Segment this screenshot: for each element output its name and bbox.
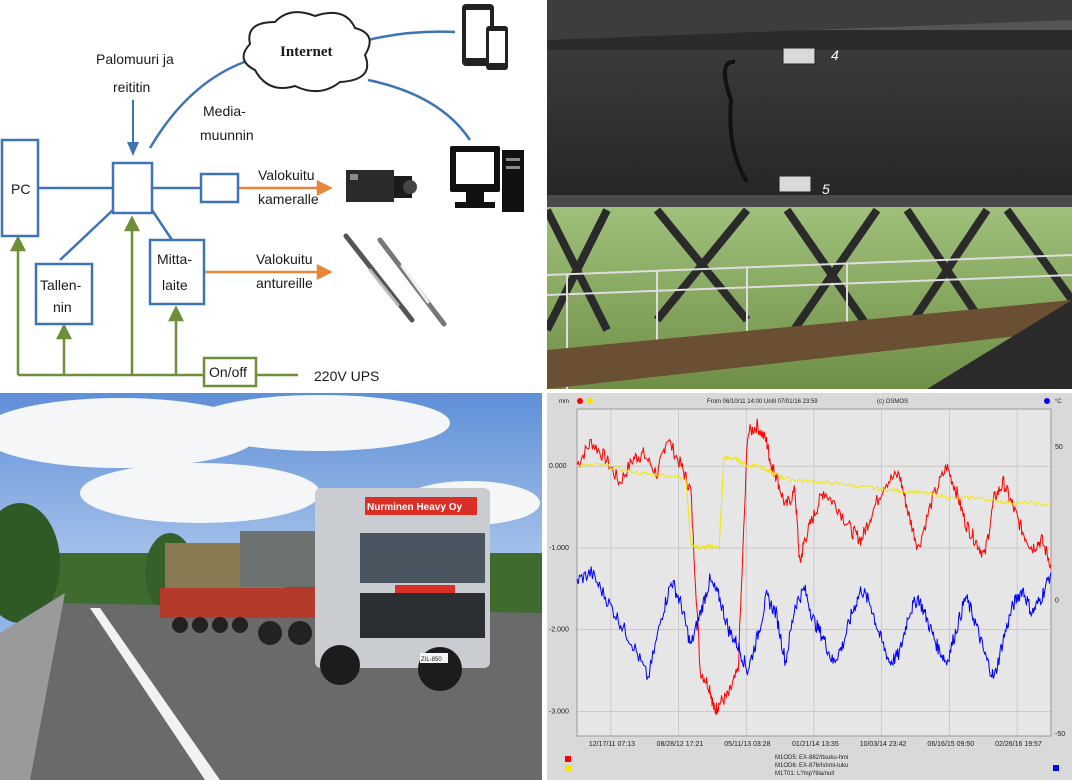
y-tick-left: -3.000 — [549, 708, 569, 715]
x-tick: 08/28/12 17:21 — [657, 741, 704, 748]
legend-swatch-blue — [1053, 765, 1059, 771]
left-unit-label: mm — [559, 399, 569, 405]
gridlines — [577, 409, 1051, 736]
fiber-camera-label-line1: Valokuitu — [258, 167, 315, 183]
x-axis: 12/17/11 07:13 08/28/12 17:21 05/11/13 03:… — [589, 741, 1042, 748]
blue-series-dot — [1044, 398, 1050, 404]
series-line-0 — [576, 418, 1052, 716]
displacement-sensor — [778, 47, 816, 193]
y-tick-left: -2.000 — [549, 627, 569, 634]
x-tick: 12/17/11 07:13 — [589, 741, 635, 748]
meter-label-line2: laite — [162, 277, 188, 293]
media-converter-label-line1: Media- — [203, 103, 246, 119]
sensor-label-4: 4 — [831, 47, 839, 63]
heavy-truck-photo: Nurminen Heavy Oy ZIL-850 — [0, 393, 542, 780]
legend-entry-0: M1OD5: EX-882/Itsuku-hmi — [775, 755, 848, 761]
x-tick: 02/26/16 19:57 — [995, 741, 1042, 748]
series-line-2 — [576, 566, 1052, 680]
red-series-dot — [577, 398, 583, 404]
fiber-camera-label-line2: kameralle — [258, 191, 319, 207]
y-tick-left: 0.000 — [549, 463, 567, 470]
legend-entry-1: M1OD6: EX-876/Ishmi-tuku — [775, 763, 848, 769]
recorder-label-line1: Tallen- — [40, 277, 82, 293]
truss-structure — [547, 207, 1072, 343]
pc-box — [0, 138, 40, 238]
y-tick-left: -1.000 — [549, 545, 569, 552]
cab-header-text: Nurminen Heavy Oy — [367, 502, 462, 513]
onoff-box — [202, 356, 258, 388]
series-layer — [576, 418, 1052, 716]
yellow-series-dot — [587, 398, 593, 404]
firewall-box — [111, 161, 154, 215]
pc-label: PC — [11, 181, 30, 197]
y-tick-right: 50 — [1055, 444, 1063, 451]
system-diagram-canvas: Internet Palomuuri ja reititin Media- mu… — [0, 4, 524, 388]
right-unit-label: °C — [1055, 399, 1062, 405]
smartphone-icon — [462, 4, 508, 70]
bridge-sensor-photo: 4 5 — [547, 0, 1072, 389]
legend-entry-2: M1T01: L?mp?tila/null — [775, 771, 834, 777]
brand-label: (c) OSMOS — [877, 399, 908, 405]
x-tick: 01/21/14 13:35 — [792, 741, 839, 748]
legend-swatch-red — [565, 756, 571, 762]
media-converter-box — [199, 172, 240, 204]
firewall-label-line1: Palomuuri ja — [96, 51, 174, 67]
system-diagram: Internet Palomuuri ja reititin Media- mu… — [0, 0, 542, 389]
meter-box — [148, 238, 206, 306]
ups-label: 220V UPS — [314, 368, 379, 384]
media-converter-label-line2: muunnin — [200, 127, 254, 143]
desktop-computer-icon — [450, 146, 524, 212]
power-lines — [9, 215, 298, 377]
legend-swatch-yellow — [565, 765, 571, 771]
chart-canvas: mm From 06/10/11 14:00 Until 07/01/16 23… — [547, 393, 1072, 780]
firewall-label-line2: reititin — [113, 79, 150, 95]
fiber-sensor-icon — [343, 233, 447, 327]
license-plate: ZIL-850 — [421, 657, 442, 663]
monitoring-chart: mm From 06/10/11 14:00 Until 07/01/16 23… — [547, 393, 1072, 780]
date-range-label: From 06/10/11 14:00 Until 07/01/16 23:59 — [707, 399, 818, 405]
sensor-label-5: 5 — [822, 181, 830, 197]
x-tick: 06/16/15 09:50 — [927, 741, 974, 748]
y-axis-right: 50 0 -50 — [1055, 444, 1065, 738]
recorder-label-line2: nin — [53, 299, 72, 315]
fiber-sensors-label-line2: antureille — [256, 275, 313, 291]
series-line-1 — [576, 455, 1052, 551]
network-lines — [38, 30, 472, 261]
y-tick-right: 0 — [1055, 598, 1059, 605]
legend: M1OD5: EX-882/Itsuku-hmi M1OD6: EX-876/I… — [565, 755, 1059, 777]
recorder-box — [34, 262, 94, 326]
onoff-label: On/off — [209, 364, 247, 380]
x-tick: 05/11/13 03:28 — [724, 741, 770, 748]
camera-icon — [346, 170, 417, 202]
internet-label: Internet — [280, 44, 333, 60]
steel-beam — [547, 50, 1072, 200]
fiber-sensors-label-line1: Valokuitu — [256, 251, 313, 267]
meter-label-line1: Mitta- — [157, 251, 192, 267]
truck-photo-canvas: Nurminen Heavy Oy ZIL-850 — [0, 393, 542, 780]
railing — [547, 254, 1072, 389]
truck-cab — [315, 488, 490, 691]
y-axis-left: 0.000 -1.000 -2.000 -3.000 — [549, 463, 569, 715]
x-tick: 10/03/14 23:42 — [860, 741, 907, 748]
bridge-photo-canvas: 4 5 — [547, 0, 1072, 389]
internet-cloud — [242, 11, 371, 93]
y-tick-right: -50 — [1055, 731, 1065, 738]
fiber-arrows — [204, 179, 333, 281]
